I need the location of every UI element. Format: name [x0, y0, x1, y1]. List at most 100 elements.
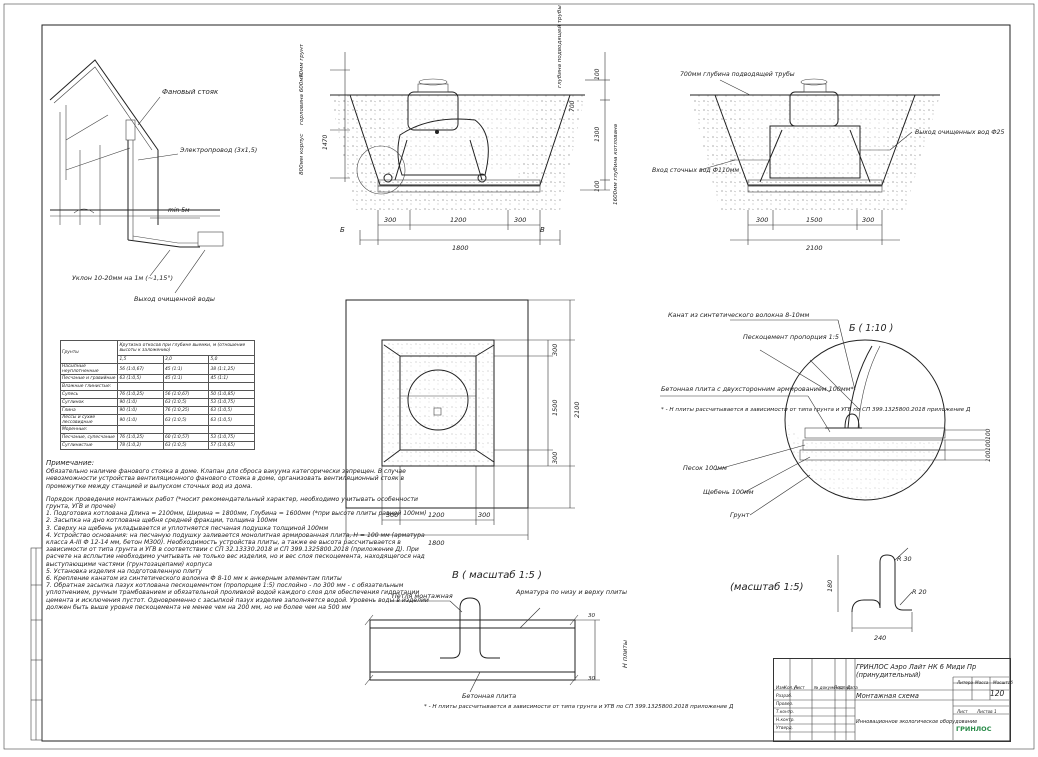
hook-r20: R 20	[912, 588, 927, 596]
table-cell: 57 (1:0,65)	[208, 441, 255, 450]
table-cell	[208, 382, 255, 391]
table-cell: 90 (1:0)	[117, 406, 164, 415]
detail-v	[364, 597, 600, 686]
table-cell	[117, 425, 164, 434]
table-row: Моренные:	[59, 425, 255, 434]
marker-v: В	[540, 226, 545, 234]
soil-slope-table: Грунты Крутизна откосов при глубине выем…	[59, 340, 255, 450]
table-cell: Моренные:	[59, 425, 119, 434]
hook-title: (масштаб 1:5)	[730, 581, 804, 593]
dim-right-300-left: 300	[756, 216, 768, 224]
step-item: 6. Крепление канатом из синтетического в…	[46, 575, 342, 583]
table-cell: 53 (1:0,75)	[208, 433, 255, 442]
table-cell: Влажные глинистые:	[59, 382, 119, 391]
dim-plan-300-left: 300	[386, 511, 398, 519]
table-cell: 56 (1:0,67)	[117, 363, 164, 375]
order-heading: Порядок проведения монтажных работ (*нос…	[46, 495, 419, 511]
tb-row-label: Т.контр.	[776, 709, 795, 714]
table-cell: 50 (1:0,85)	[208, 390, 255, 399]
tb-row-label: Утверд.	[776, 725, 793, 730]
dim-neck-600: горловина 600мм	[299, 72, 305, 125]
table-cell	[162, 425, 210, 434]
col-scale: Масштаб	[993, 680, 1013, 685]
dim-ground-70: 70мм грунт	[299, 43, 305, 78]
outlet-clean-label: Выход очищенных вод Ф25	[915, 129, 1004, 136]
dim-depth-pipe: глубина подводящей трубы	[557, 5, 563, 88]
slab-label: Бетонная плита с двухсторонним армирован…	[661, 385, 854, 393]
main-section	[330, 78, 585, 210]
table-cell: Песчаные, супесчаные	[59, 433, 119, 442]
table-subheader: 5,0	[208, 355, 255, 364]
hook-180: 180	[826, 580, 834, 592]
notes-heading: Примечание:	[46, 459, 95, 467]
table-cell	[208, 425, 255, 434]
cement-label: Пескоцемент пропорция 1:5	[743, 333, 839, 341]
dim-right-300-right: 300	[862, 216, 874, 224]
slope-label: Уклон 10-20мм на 1м (~1,15°)	[72, 274, 173, 282]
detail-b-title: Б ( 1:10 )	[849, 323, 893, 334]
table-cell: 63 (1:0,5)	[208, 406, 255, 415]
sheets-label: Листов 1	[977, 709, 997, 714]
vent-label: Фановый стояк	[162, 88, 219, 96]
sheet-label: Лист	[957, 709, 968, 714]
dim-v-30-top: 30	[588, 613, 596, 619]
table-cell: 45 (1:1)	[208, 374, 255, 383]
tb-row-label: № документа	[814, 685, 844, 690]
slab-v-label: Бетонная плита	[462, 692, 516, 700]
dim-plan-side-2100: 2100	[573, 401, 581, 418]
table-cell: Лессы и сухие лессовидные	[59, 414, 119, 426]
table-cell: Суглинок	[59, 398, 119, 407]
hook-r30: R 30	[897, 555, 912, 563]
table-cell: Насыпные неуплотненные	[59, 363, 119, 375]
table-cell: 63 (1:0,5)	[162, 441, 210, 450]
table-cell: 76 (1:0,25)	[162, 406, 210, 415]
scale-value: 120	[990, 689, 1005, 698]
step-item: 1. Подготовка котлована Длина = 2100мм, …	[46, 510, 427, 518]
table-subheader: 1,5	[117, 355, 164, 364]
table-cell: 38 (1:1,25)	[208, 363, 255, 375]
soil-label: Грунт	[730, 511, 750, 519]
dim-main-300-left: 300	[384, 216, 396, 224]
table-cell	[162, 382, 210, 391]
tb-row-label: Провер.	[776, 701, 794, 706]
table-row: Влажные глинистые:	[59, 382, 255, 391]
outer-frame	[3, 3, 1035, 750]
dim-100-bottom: 100	[594, 180, 601, 192]
tb-row-label: Подпись	[834, 685, 853, 690]
tb-row-label: Лист	[794, 685, 805, 690]
table-cell: 63 (1:0,5)	[117, 374, 164, 383]
rope-label: Канат из синтетического волокна 8-10мм	[668, 311, 810, 319]
slab-note: * - Н плиты рассчитывается в зависимости…	[661, 407, 971, 413]
outlet-label: Выход очищенной воды	[134, 295, 215, 303]
table-cell: 53 (1:0,75)	[208, 398, 255, 407]
detail-v-title: В ( масштаб 1:5 )	[452, 569, 542, 581]
table-header-soils: Грунты	[59, 340, 119, 364]
step-item: 5. Установка изделия на подготовленную п…	[46, 567, 203, 575]
table-cell: Супесь	[59, 390, 119, 399]
loop-label: Петля монтажная	[392, 592, 453, 600]
dim-body-800: 800мм корпус	[299, 134, 305, 175]
marker-b: Б	[340, 226, 345, 234]
plan-dims	[345, 299, 575, 540]
notes-block: Примечание: Обязательно наличие фанового…	[46, 459, 436, 611]
inner-frame	[41, 24, 1011, 742]
drawing-name: Монтажная схема	[856, 692, 919, 700]
title-block: ГРИНЛОС Аэро Лайт НК 6 Миди Пр (принудит…	[773, 658, 1013, 742]
inlet-depth-label: 700мм глубина подводящей трубы	[680, 70, 795, 78]
table-cell: 56 (1:0,67)	[162, 390, 210, 399]
gravel-label: Щебень 100мм	[703, 488, 754, 496]
dim-main-1200: 1200	[450, 216, 467, 224]
dim-plan-1800: 1800	[428, 539, 445, 547]
table-cell: 45 (1:1)	[162, 363, 210, 375]
hook-detail	[837, 547, 913, 632]
table-cell: Песчаные и гравийные	[59, 374, 119, 383]
house-scheme	[49, 59, 224, 248]
